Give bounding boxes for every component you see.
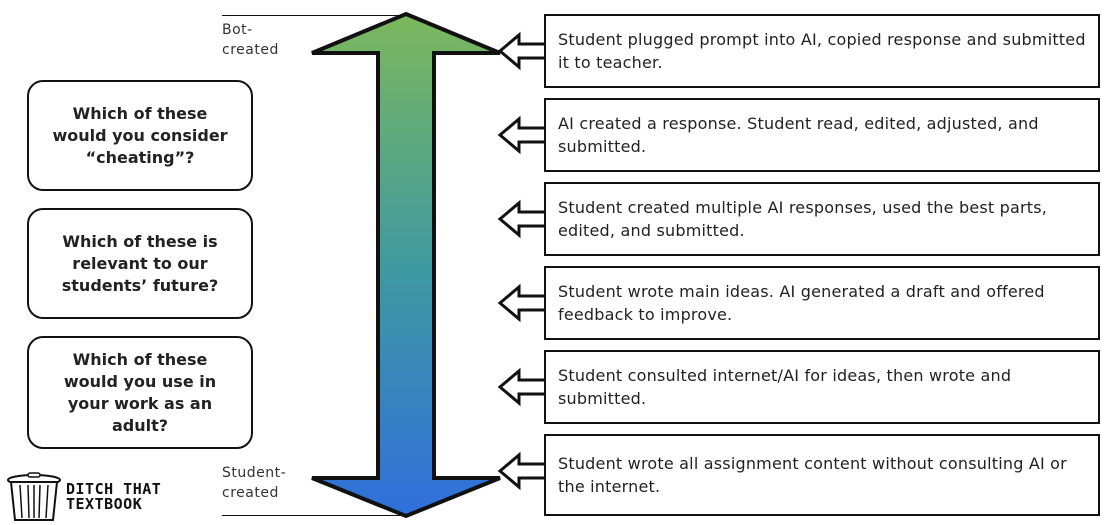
- option-bot-copied: Student plugged prompt into AI, copied r…: [544, 14, 1100, 88]
- option-ai-edited: AI created a response. Student read, edi…: [544, 98, 1100, 172]
- trash-can-icon: [7, 472, 61, 521]
- question-text: Which of these would you consider “cheat…: [52, 103, 228, 167]
- logo-line-2: TEXTBOOK: [66, 495, 143, 513]
- scale-double-arrow: [311, 11, 501, 519]
- logo-wordmark: DITCH THAT TEXTBOOK: [66, 482, 161, 512]
- scale-top-label: Bot- created: [222, 22, 279, 58]
- option-student-wrote-all: Student wrote all assignment content wit…: [544, 434, 1100, 516]
- question-relevant-future: Which of these is relevant to our studen…: [27, 208, 253, 319]
- option-text: Student wrote all assignment content wit…: [558, 454, 1067, 496]
- pointer-arrow-2: [497, 115, 548, 155]
- option-text: Student wrote main ideas. AI generated a…: [558, 282, 1045, 324]
- scale-bottom-line: [222, 515, 404, 516]
- pointer-arrow-1: [497, 31, 548, 71]
- ditch-that-textbook-logo: DITCH THAT TEXTBOOK: [6, 472, 186, 522]
- question-text: Which of these is relevant to our studen…: [61, 231, 219, 295]
- option-student-main-ideas: Student wrote main ideas. AI generated a…: [544, 266, 1100, 340]
- option-text: AI created a response. Student read, edi…: [558, 114, 1039, 156]
- option-consulted-internet: Student consulted internet/AI for ideas,…: [544, 350, 1100, 424]
- option-multiple-ai: Student created multiple AI responses, u…: [544, 182, 1100, 256]
- question-text: Which of these would you use in your wor…: [63, 349, 217, 435]
- logo-line-1: DITCH THAT: [66, 480, 162, 498]
- option-text: Student consulted internet/AI for ideas,…: [558, 366, 1012, 408]
- scale-bottom-label: Student- created: [222, 465, 287, 501]
- scale-top-line: [222, 15, 404, 16]
- question-use-as-adult: Which of these would you use in your wor…: [27, 336, 253, 449]
- option-text: Student plugged prompt into AI, copied r…: [558, 30, 1086, 72]
- question-cheating: Which of these would you consider “cheat…: [27, 80, 253, 191]
- pointer-arrow-4: [497, 283, 548, 323]
- option-text: Student created multiple AI responses, u…: [558, 198, 1048, 240]
- pointer-arrow-6: [497, 451, 548, 491]
- pointer-arrow-3: [497, 199, 548, 239]
- pointer-arrow-5: [497, 367, 548, 407]
